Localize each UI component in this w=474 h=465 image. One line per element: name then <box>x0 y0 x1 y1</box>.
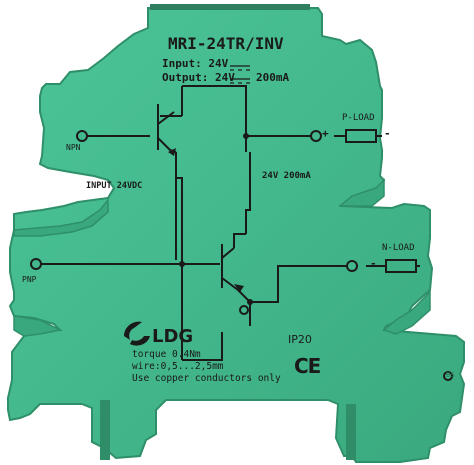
left-terminal-edges <box>13 197 109 337</box>
brand-logo-text: LDG <box>152 326 194 347</box>
output-24v-label: 24V 200mA <box>262 171 311 181</box>
ip-rating: IP20 <box>288 333 312 346</box>
p-load-label: P-LOAD <box>342 113 375 123</box>
npn-emitter-arrow <box>168 148 176 156</box>
npn-label: NPN <box>66 143 81 152</box>
terminal-circles <box>30 130 453 381</box>
junction-dots <box>179 133 253 305</box>
output-current: 200mA <box>256 71 290 84</box>
copper-note: Use copper conductors only <box>132 373 281 384</box>
plus-sign: + <box>322 127 329 140</box>
model-title: MRI-24TR/INV <box>168 34 284 53</box>
wire-spec: wire:0,5...2,5mm <box>132 361 224 372</box>
left-clip-slot <box>100 400 110 460</box>
pnp-emitter-arrow <box>234 284 244 292</box>
dc-symbols <box>230 65 250 84</box>
torque-spec: torque 0.4Nm <box>132 349 201 360</box>
top-edge <box>150 4 310 10</box>
ldg-logo-mark <box>124 321 150 346</box>
corner-mark: BS <box>446 371 455 379</box>
n-load-label: N-LOAD <box>382 243 415 253</box>
right-clip-slot <box>346 404 356 460</box>
minus-sign-n: - <box>370 257 377 270</box>
pnp-label: PNP <box>22 275 37 284</box>
circuit-diagram <box>40 85 348 361</box>
right-terminal-edges <box>337 178 431 335</box>
ce-mark: CE <box>294 354 321 378</box>
output-spec: Output: 24V <box>162 71 235 84</box>
input-spec: Input: 24V <box>162 57 229 70</box>
input-24vdc-label: INPUT 24VDC <box>86 181 143 191</box>
minus-sign-p: - <box>384 127 391 140</box>
load-boxes <box>334 129 420 273</box>
